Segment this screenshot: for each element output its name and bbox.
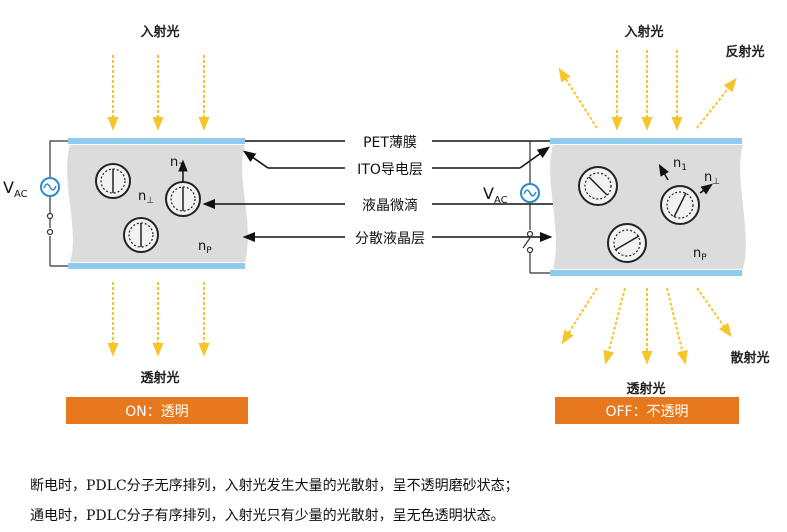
lc-droplet xyxy=(123,217,159,253)
ito-layer-label: ITO导电层 xyxy=(357,162,423,178)
off-state-label: OFF：不透明 xyxy=(605,404,688,420)
layer-legend: PET薄膜 ITO导电层 液晶微滴 分散液晶层 xyxy=(202,135,577,247)
lc-droplet xyxy=(95,163,131,199)
transmitted-light-arrows-left xyxy=(107,282,210,357)
incident-light-label-right: 入射光 xyxy=(624,24,663,40)
scattered-light-arrows xyxy=(561,287,732,365)
caption-line-2: 通电时，PDLC分子有序排列，入射光只有少量的光散射，呈无色透明状态。 xyxy=(30,508,505,524)
lc-droplet xyxy=(660,185,700,225)
dispersion-layer-right xyxy=(550,145,746,269)
on-state-label: ON：透明 xyxy=(125,404,189,420)
scattered-light-label: 散射光 xyxy=(730,350,769,366)
lc-droplet-label: 液晶微滴 xyxy=(362,197,418,214)
vac-label-right: VAC xyxy=(483,184,508,206)
vac-label-left: VAC xyxy=(3,178,28,200)
n-perp-label-right: n⊥ xyxy=(704,170,720,187)
reflected-light-label: 反射光 xyxy=(725,44,764,60)
np-label-right: nP xyxy=(693,246,707,263)
n1-vector-right xyxy=(658,163,669,181)
lc-droplet xyxy=(165,181,201,217)
circuit-left xyxy=(46,140,68,267)
n-perp-label-left: n⊥ xyxy=(138,189,154,206)
caption-line-1: 断电时，PDLC分子无序排列，入射光发生大量的光散射，呈不透明磨砂状态； xyxy=(30,478,519,494)
pet-film-bottom-right xyxy=(550,270,742,276)
on-state-panel: 入射光 n1 n⊥ nP xyxy=(3,24,248,424)
n1-label-left: n1 xyxy=(170,155,184,172)
transmitted-light-label-right: 透射光 xyxy=(626,381,665,397)
pet-film-bottom-left xyxy=(68,263,245,269)
circuit-right xyxy=(522,140,550,274)
np-label-left: nP xyxy=(198,239,212,256)
lc-droplet xyxy=(578,166,618,206)
lc-droplet xyxy=(607,223,647,263)
pet-film-top-left xyxy=(68,138,245,144)
incident-light-label: 入射光 xyxy=(140,24,179,40)
ac-source-icon xyxy=(520,183,540,203)
off-state-box xyxy=(555,397,739,424)
n1-label-right: n1 xyxy=(673,156,687,173)
pet-film-label: PET薄膜 xyxy=(363,135,417,151)
n-perp-vector-right xyxy=(699,183,713,195)
ac-source-icon xyxy=(40,177,60,197)
reflected-light-arrows xyxy=(558,67,737,129)
dispersion-layer-label: 分散液晶层 xyxy=(355,231,425,247)
pet-film-top-right xyxy=(550,138,742,144)
off-state-panel: 入射光 反射光 xyxy=(483,24,770,424)
incident-light-arrows-right xyxy=(611,50,683,131)
incident-light-arrows-left xyxy=(107,55,210,131)
on-state-box xyxy=(66,397,248,424)
transmitted-light-label-left: 透射光 xyxy=(140,370,179,386)
